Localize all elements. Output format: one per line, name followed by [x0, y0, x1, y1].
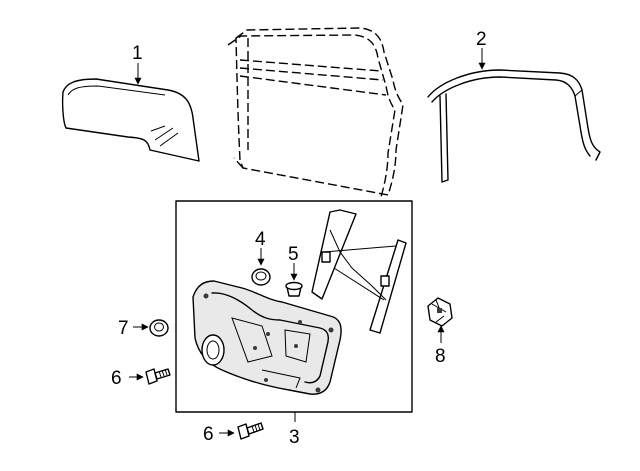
- callout-8-label: 8: [435, 346, 446, 367]
- window-regulator: [311, 209, 407, 334]
- run-channel: [427, 69, 601, 183]
- grommet: [251, 268, 271, 286]
- door-shell-outline: [227, 27, 404, 198]
- bolt-upper: [145, 368, 171, 385]
- callout-4-label: 4: [255, 229, 266, 250]
- callout-2-label: 2: [476, 29, 487, 50]
- callout-6-upper-label: 6: [111, 368, 122, 389]
- clip-fastener: [285, 281, 303, 297]
- seal-washer: [149, 319, 169, 337]
- callout-6-lower-label: 6: [203, 424, 214, 445]
- callout-3-label: 3: [289, 427, 300, 448]
- callout-5-label: 5: [288, 244, 299, 265]
- callout-1-label: 1: [132, 43, 143, 64]
- callout-7-label: 7: [118, 318, 129, 339]
- connector: [427, 297, 453, 327]
- door-glass: [61, 78, 200, 162]
- bolt-lower: [237, 422, 264, 440]
- door-module-panel: [192, 280, 342, 395]
- regulator-assembly-box: [175, 200, 413, 413]
